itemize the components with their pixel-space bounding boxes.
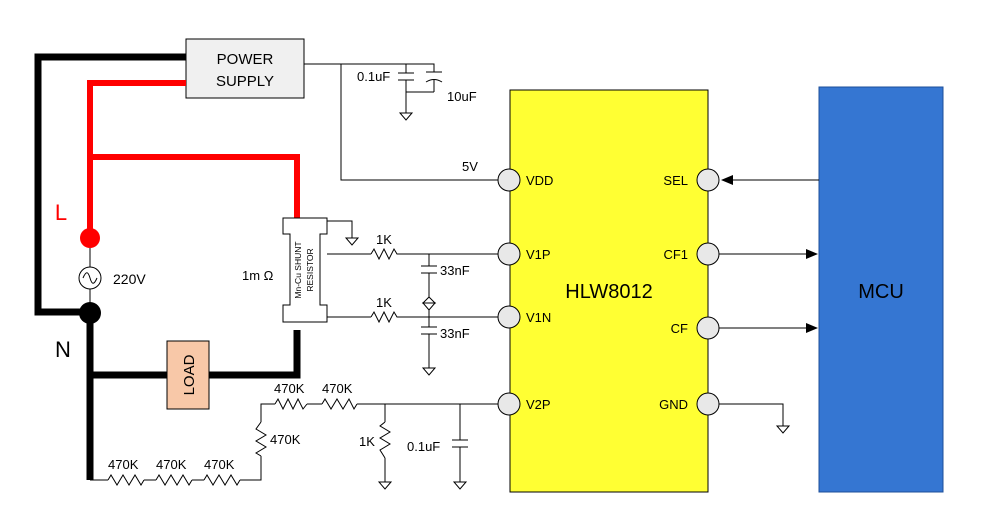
cap-01uf-v2p	[452, 439, 468, 448]
r-div-5-label: 470K	[274, 381, 305, 396]
live-terminal	[80, 228, 100, 248]
resistor-470k-1	[107, 474, 145, 486]
ground-icon-v1n-cap	[421, 367, 437, 376]
ground-icon-psu-cap	[398, 112, 414, 121]
neutral-wires	[34, 53, 301, 480]
psu-cap-wire	[304, 63, 435, 72]
chip-pin-labels: VDD V1P V1N V2P SEL CF1 CF GND	[526, 173, 688, 412]
shunt-label-line1: Mn-Cu SHUNT	[293, 241, 303, 298]
pin-v2p-terminal	[497, 392, 521, 416]
r-div-4-label: 470K	[270, 432, 301, 447]
capacitors	[398, 71, 468, 448]
ground-icon-v2p-cap	[452, 481, 468, 490]
divider-wire-c	[240, 456, 262, 481]
pin-cf-label: CF	[671, 321, 688, 336]
cap-01uf-top-label: 0.1uF	[357, 69, 390, 84]
ground-icon-v2p-res	[377, 481, 393, 490]
mains-voltage-label: 220V	[113, 271, 146, 287]
cap-v1p-label: 33nF	[440, 263, 470, 278]
chip-pins	[497, 168, 720, 416]
cap-33nf-v1n	[421, 326, 437, 335]
pin-sel-label: SEL	[663, 173, 688, 188]
resistor-1k-v1n	[370, 310, 400, 324]
cap-10uf	[425, 71, 443, 83]
pin-v1n-terminal	[497, 305, 521, 329]
cap-33nf-v1p	[421, 265, 437, 274]
neutral-label: N	[55, 337, 71, 362]
load-box	[166, 340, 210, 410]
pin-vdd-label: VDD	[526, 173, 553, 188]
power-supply-label-line1: POWER	[217, 51, 274, 68]
pin-v1p-label: V1P	[526, 247, 551, 262]
neutral-wire-top	[34, 53, 186, 316]
cap-v2p-label: 0.1uF	[407, 439, 440, 454]
mcu-name: MCU	[858, 281, 904, 303]
cap-v1n-label: 33nF	[440, 326, 470, 341]
power-supply-label-line2: SUPPLY	[216, 73, 274, 90]
signal-wires	[90, 63, 819, 482]
live-wires	[87, 80, 300, 238]
live-wire-shunt	[90, 154, 300, 218]
load-label: LOAD	[181, 354, 198, 395]
shunt-value-label: 1m Ω	[242, 268, 274, 283]
r-v1p-label: 1K	[376, 232, 392, 247]
shunt-ground-icon	[344, 237, 360, 246]
cap-10uf-label: 10uF	[447, 89, 477, 104]
ground-icon-v1p-v1n	[421, 290, 437, 317]
pin-gnd-terminal	[696, 392, 720, 416]
resistor-1k-v1p	[370, 247, 400, 261]
resistor-470k-5	[274, 397, 308, 411]
r-v1n-label: 1K	[376, 295, 392, 310]
hlw8012-chip	[509, 89, 709, 493]
ac-sine-icon	[82, 272, 98, 284]
r-div-1-label: 470K	[108, 457, 139, 472]
vdd-voltage-label: 5V	[462, 159, 478, 174]
pin-v1n-label: V1N	[526, 310, 551, 325]
resistors	[107, 247, 400, 486]
chip-name: HLW8012	[565, 281, 652, 303]
resistor-470k-6	[321, 397, 358, 411]
neutral-terminal	[79, 302, 101, 324]
pin-sel-terminal	[696, 168, 720, 192]
r-div-3-label: 470K	[204, 457, 235, 472]
value-labels: 0.1uF 10uF 5V 1K 1K 33nF 33nF 470K 470K …	[108, 69, 478, 472]
resistor-1k-v2p	[379, 421, 391, 459]
pin-cf1-label: CF1	[663, 247, 688, 262]
shunt-label-line2: RESISTOR	[305, 248, 315, 291]
pin-vdd-terminal	[497, 168, 521, 192]
power-supply-box	[185, 38, 305, 99]
mcu-block	[818, 86, 944, 493]
ground-symbols	[377, 112, 791, 490]
shunt-resistor: Mn-Cu SHUNT RESISTOR	[282, 217, 328, 323]
divider-wire-d	[260, 403, 275, 422]
neutral-wire-load	[90, 330, 301, 379]
gnd-wire	[719, 403, 784, 426]
r-div-2-label: 470K	[156, 457, 187, 472]
resistor-470k-4	[255, 421, 267, 457]
live-label: L	[55, 200, 67, 225]
resistor-470k-3	[203, 474, 241, 486]
r-v2p-gnd-label: 1K	[359, 434, 375, 449]
pin-v1p-terminal	[497, 242, 521, 266]
pin-v2p-label: V2P	[526, 397, 551, 412]
pin-cf-terminal	[696, 316, 720, 340]
resistor-470k-2	[155, 474, 193, 486]
pin-gnd-label: GND	[659, 397, 688, 412]
live-wire-top	[87, 80, 186, 238]
ground-icon-gnd-pin	[775, 425, 791, 434]
r-div-6-label: 470K	[322, 381, 353, 396]
pin-cf1-terminal	[696, 242, 720, 266]
cap-01uf-top	[398, 72, 414, 81]
shunt-ground-wire	[327, 220, 353, 238]
